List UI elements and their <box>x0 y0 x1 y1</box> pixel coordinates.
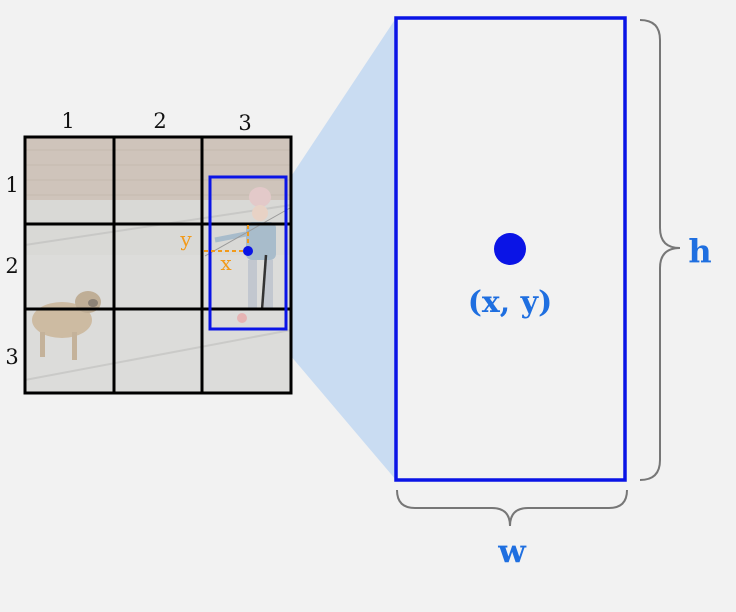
small-bounding-box <box>208 175 288 331</box>
grid-border <box>23 135 293 395</box>
col-label-1: 1 <box>61 109 74 133</box>
row-label-2: 2 <box>5 254 18 278</box>
x-offset-label: x <box>220 251 232 275</box>
grid <box>23 135 293 395</box>
height-brace <box>639 19 681 481</box>
offset-markers <box>204 225 249 252</box>
y-offset-label: y <box>179 227 192 251</box>
width-brace <box>396 489 628 527</box>
width-label: w <box>497 532 527 570</box>
col-label-2: 2 <box>153 109 166 133</box>
col-label-3: 3 <box>238 111 251 135</box>
small-center-dot <box>243 246 253 256</box>
center-label: (x, y) <box>468 285 553 320</box>
center-dot <box>494 233 526 265</box>
row-label-1: 1 <box>5 173 18 197</box>
row-label-3: 3 <box>5 345 18 369</box>
zoom-wedge <box>290 18 396 480</box>
height-label: h <box>688 232 711 270</box>
